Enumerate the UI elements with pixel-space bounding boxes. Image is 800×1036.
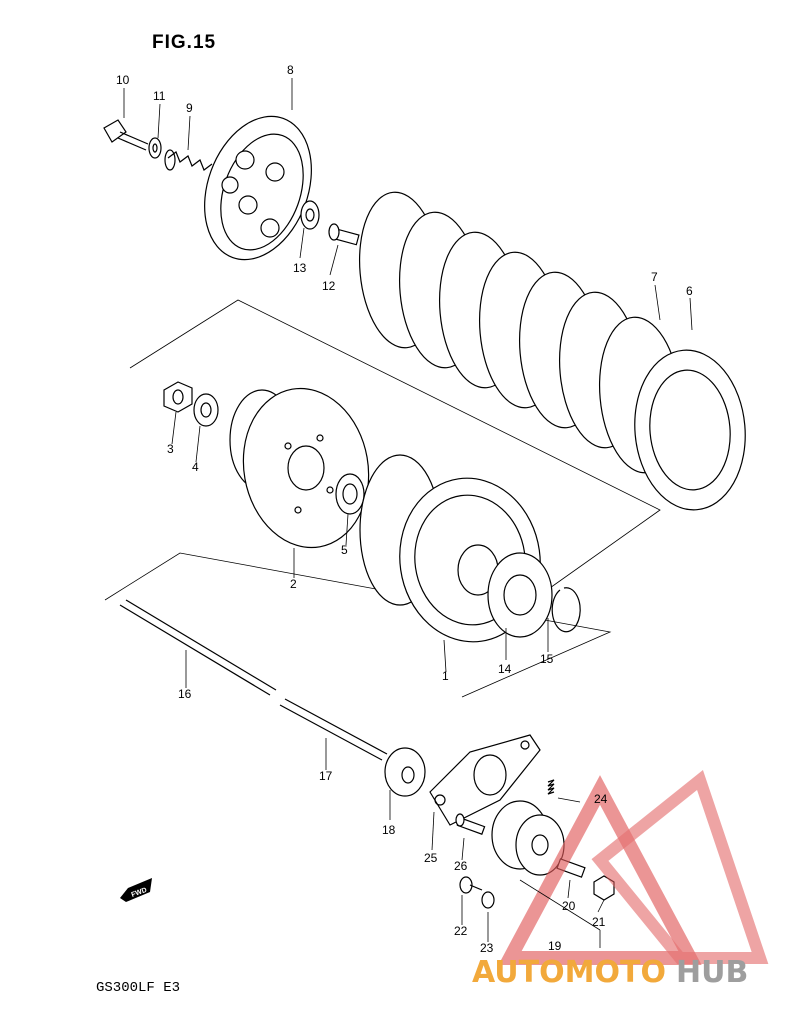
callout-25: 25 [424,851,438,865]
thrust-washer [335,473,365,515]
callout-3: 3 [167,442,174,456]
callout-13: 13 [293,261,307,275]
push-piece [328,223,360,246]
callout-14: 14 [498,662,512,676]
callout-4: 4 [192,460,199,474]
sleeve-hub [229,387,370,549]
callout-9: 9 [186,101,193,115]
fwd-arrow-icon: FWD [120,878,152,902]
upper-group-outline [129,299,661,596]
pressure-plate [204,115,312,261]
callout-21: 21 [592,915,606,929]
leader-lines [123,78,693,948]
callout-22: 22 [454,924,468,938]
lock-nut [593,875,615,901]
callout-19: 19 [548,939,562,953]
callout-6: 6 [686,284,693,298]
return-spring [547,779,555,795]
callout-7: 7 [651,270,658,284]
housing-bolt [459,876,483,894]
oil-pump-drive-gear [487,552,553,638]
callout-17: 17 [319,769,333,783]
callout-26: 26 [454,859,468,873]
callout-20: 20 [562,899,576,913]
callout-2: 2 [290,577,297,591]
housing-washer [481,891,495,909]
release-bearing [300,200,320,230]
clutch-push-piece [384,747,426,797]
callout-5: 5 [341,543,348,557]
watermark-text-automoto: AUTOMOTO [472,955,666,990]
circlip [551,587,581,633]
clutch-nut [163,381,193,413]
callout-10: 10 [116,73,130,87]
washer [148,137,162,159]
model-code: GS300LF E3 [96,980,181,996]
clutch-release-housing [491,800,565,876]
callout-1: 1 [442,669,449,683]
callout-24: 24 [594,792,608,806]
push-rod-left [119,599,277,696]
clutch-spring [164,149,213,171]
callout-18: 18 [382,823,396,837]
callout-23: 23 [480,941,494,955]
watermark-text-hub: HUB [676,955,748,990]
push-rod-right [279,698,388,761]
callout-15: 15 [540,652,554,666]
callout-labels: 8 10 11 9 13 12 7 6 3 4 5 2 1 14 15 16 1… [116,63,693,955]
callout-8: 8 [287,63,294,77]
watermark-logo [498,769,769,965]
mounting-screw [455,813,486,835]
release-gasket [429,734,541,826]
callout-11: 11 [153,89,166,103]
clutch-plate-stack [358,191,746,511]
figure-title: FIG.15 [152,32,217,53]
callout-16: 16 [178,687,192,701]
lock-washer [193,393,219,427]
spring-bolt [103,119,149,151]
callout-12: 12 [322,279,336,293]
